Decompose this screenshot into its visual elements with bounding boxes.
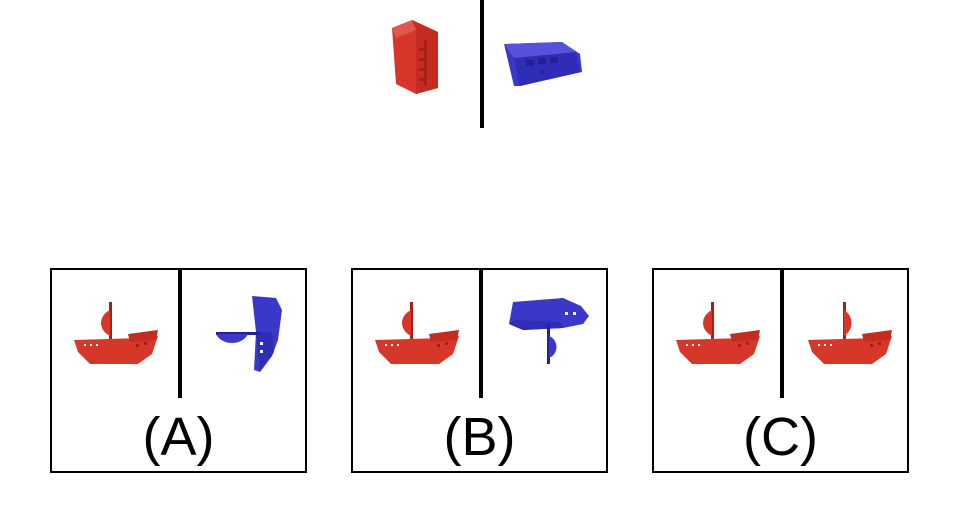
option-divider	[178, 270, 182, 398]
option-divider	[479, 270, 483, 398]
option-c[interactable]: (C)	[652, 268, 909, 473]
red-ship-icon	[74, 302, 158, 364]
option-a[interactable]: (A)	[50, 268, 307, 473]
option-label: (A)	[142, 407, 215, 467]
option-label: (C)	[743, 407, 818, 467]
reference-divider	[480, 0, 484, 128]
blue-box-shape-icon	[504, 42, 582, 86]
option-b[interactable]: (B)	[351, 268, 608, 473]
red-box-shape-icon	[392, 20, 438, 94]
red-ship-icon	[375, 302, 459, 364]
option-divider	[780, 270, 784, 398]
blue-rotated-ship-icon	[216, 296, 282, 372]
option-label: (B)	[443, 407, 516, 467]
blue-inverted-ship-icon	[509, 298, 589, 364]
red-ship-icon	[676, 302, 760, 364]
red-ship-icon	[808, 302, 892, 364]
